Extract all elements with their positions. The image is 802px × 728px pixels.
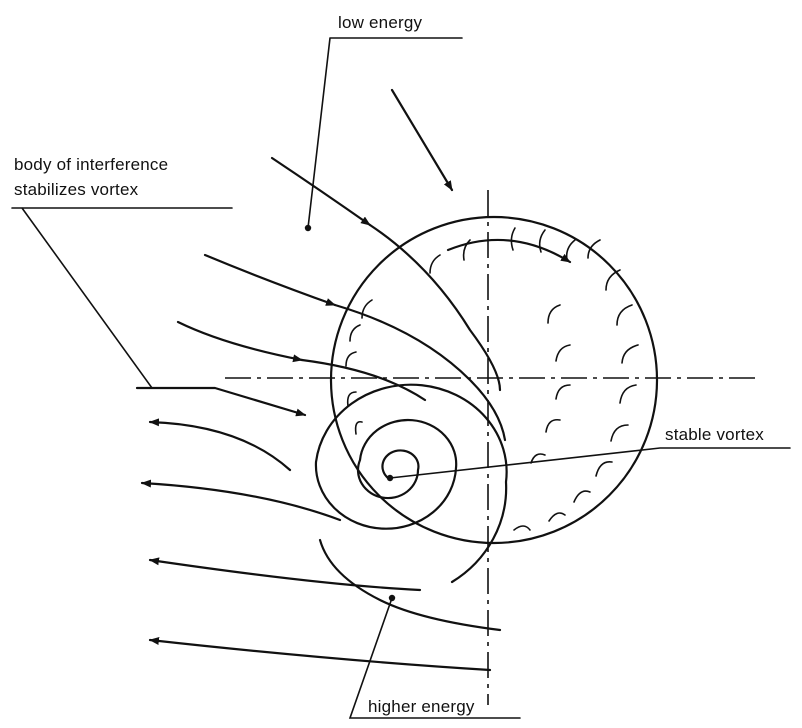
body-label-line2: stabilizes vortex bbox=[14, 180, 139, 199]
rotation-arrow bbox=[448, 240, 570, 262]
stable-vortex-label: stable vortex bbox=[665, 425, 764, 444]
circle-hatching bbox=[346, 228, 638, 530]
streamlines-outgoing bbox=[142, 422, 500, 670]
vortex-center-dot bbox=[387, 475, 393, 481]
streamlines-incoming bbox=[137, 90, 505, 440]
higher-energy-label: higher energy bbox=[368, 697, 475, 716]
low-energy-dot bbox=[305, 225, 311, 231]
low-energy-label: low energy bbox=[338, 13, 423, 32]
higher-energy-dot bbox=[389, 595, 395, 601]
body-label-line1: body of interference bbox=[14, 155, 168, 174]
stable-vortex-spiral bbox=[316, 385, 507, 582]
interference-body-circle bbox=[331, 217, 657, 543]
